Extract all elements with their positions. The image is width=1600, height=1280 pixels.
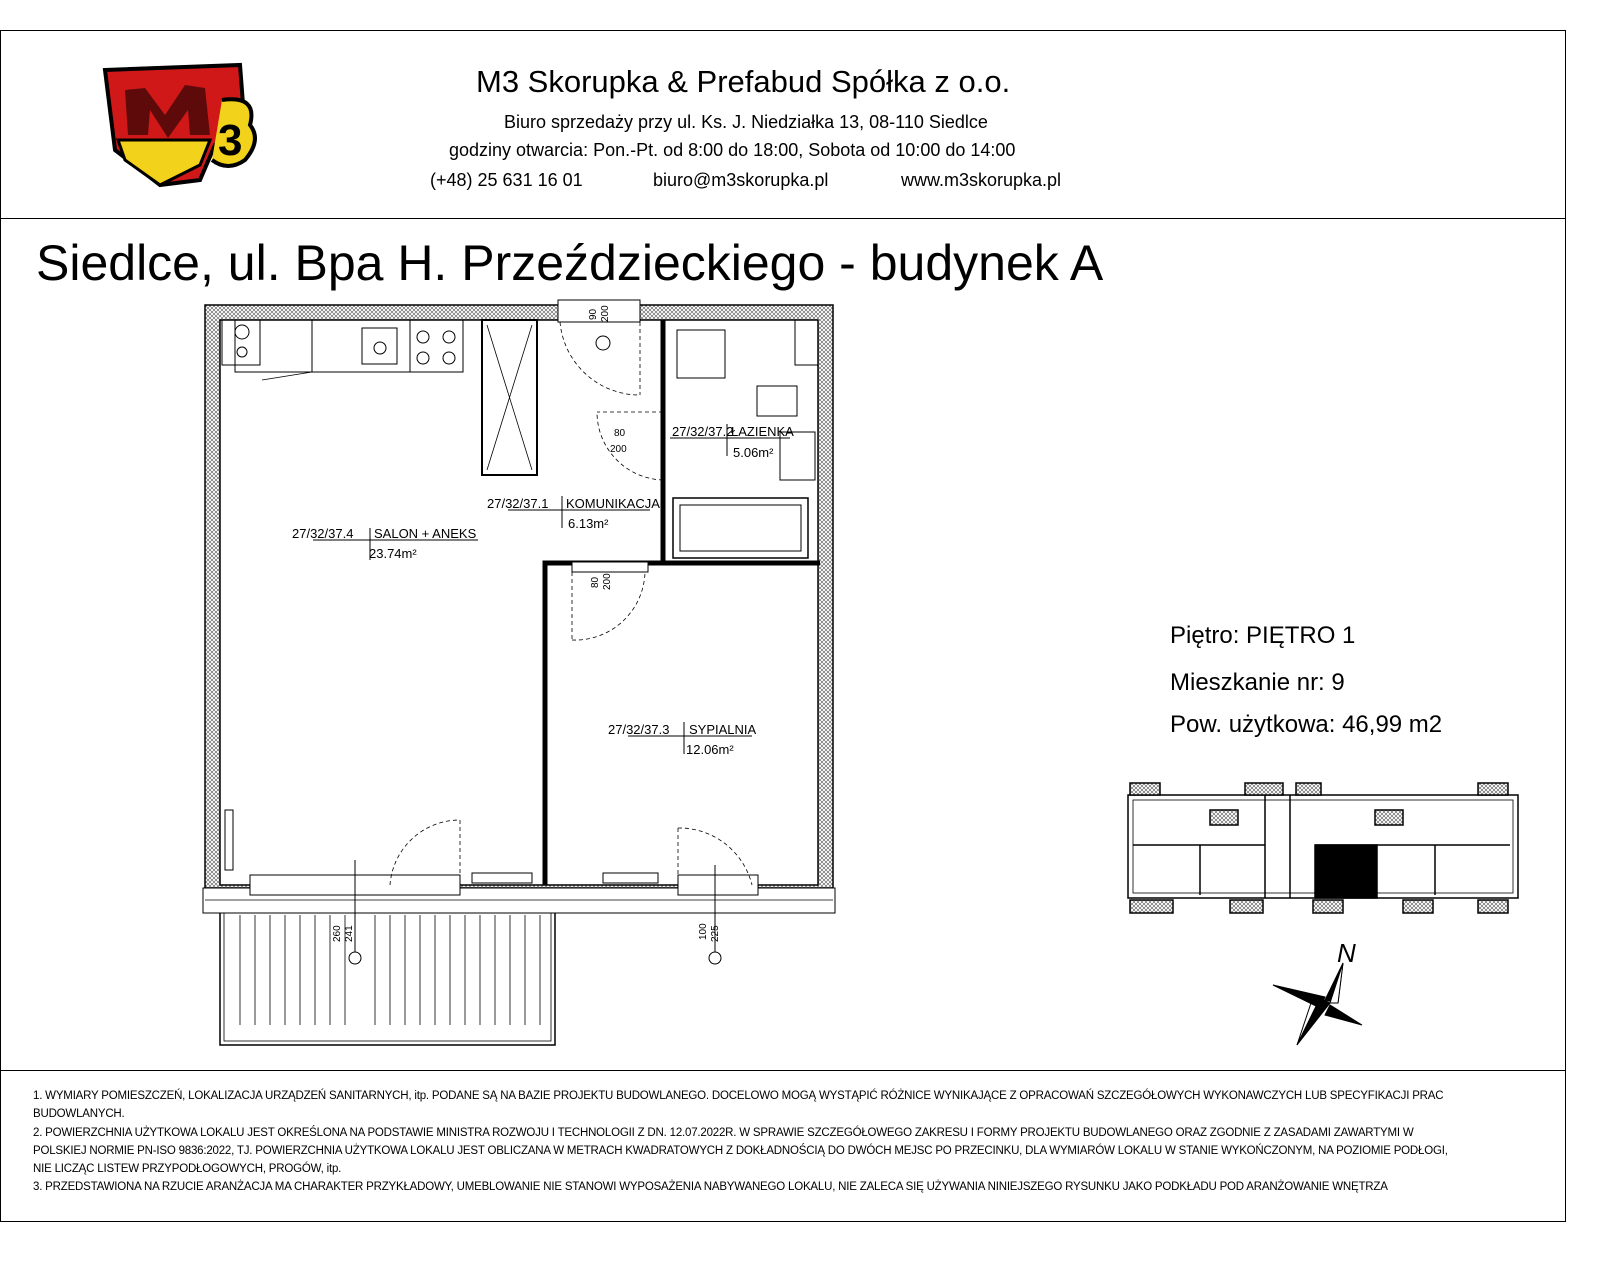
opening-hours: godziny otwarcia: Pon.-Pt. od 8:00 do 18… bbox=[449, 140, 1016, 160]
room-code: 27/32/37.2 bbox=[672, 424, 733, 439]
dimension-label: 200 bbox=[600, 305, 611, 322]
room-area: 12.06m² bbox=[686, 742, 734, 757]
page-title: Siedlce, ul. Bpa H. Przeździeckiego - bu… bbox=[36, 235, 1104, 291]
room-area: 6.13m² bbox=[568, 516, 609, 531]
floor-plan bbox=[202, 299, 836, 1046]
room-label-lazienka: 27/32/37.2 ŁAZIENKA 5.06m² bbox=[672, 424, 794, 460]
footnote: 3. PRZEDSTAWIONA NA RZUCIE ARANŻACJA MA … bbox=[33, 1181, 1388, 1194]
room-label-salon: 27/32/37.4 SALON + ANEKS 23.74m² bbox=[292, 526, 477, 561]
room-name: SALON + ANEKS bbox=[374, 526, 477, 541]
phone-number[interactable]: (+48) 25 631 16 01 bbox=[430, 170, 583, 190]
sales-office-address: Biuro sprzedaży przy ul. Ks. J. Niedział… bbox=[504, 112, 988, 132]
email-link[interactable]: biuro@m3skorupka.pl bbox=[653, 170, 829, 190]
dimension-label: 200 bbox=[610, 444, 627, 455]
dimension-label: 80 bbox=[590, 576, 601, 588]
header-divider bbox=[0, 218, 1566, 219]
footer-divider bbox=[0, 1070, 1566, 1071]
dimension-label: 90 bbox=[588, 308, 599, 320]
usable-area: Pow. użytkowa: 46,99 m2 bbox=[1170, 711, 1443, 738]
dimension-label: 100 bbox=[698, 923, 709, 940]
dimension-label: 241 bbox=[344, 925, 355, 942]
footnotes: 1. WYMIARY POMIESZCZEŃ, LOKALIZACJA URZĄ… bbox=[33, 1087, 1453, 1197]
room-name: ŁAZIENKA bbox=[731, 424, 794, 439]
building-key-plan bbox=[1127, 782, 1519, 914]
company-logo: 3 bbox=[102, 62, 257, 188]
dimension-label: 225 bbox=[710, 925, 721, 942]
apartment-number: Mieszkanie nr: 9 bbox=[1170, 669, 1345, 696]
room-code: 27/32/37.3 bbox=[608, 722, 669, 737]
company-name: M3 Skorupka & Prefabud Spółka z o.o. bbox=[476, 64, 1011, 99]
compass-north-arrow-icon: N bbox=[1272, 938, 1363, 1046]
dimension-labels: 90 200 80 200 80 200 260 241 100 225 bbox=[332, 305, 721, 942]
website-link[interactable]: www.m3skorupka.pl bbox=[901, 170, 1062, 190]
room-label-komunikacja: 27/32/37.1 KOMUNIKACJA 6.13m² bbox=[487, 496, 660, 531]
highlighted-apartment bbox=[1314, 844, 1378, 899]
floor-info: Piętro: PIĘTRO 1 bbox=[1170, 622, 1356, 649]
room-label-sypialnia: 27/32/37.3 SYPIALNIA 12.06m² bbox=[608, 722, 757, 757]
dimension-label: 80 bbox=[614, 428, 626, 439]
page-frame bbox=[0, 30, 1566, 1222]
room-code: 27/32/37.4 bbox=[292, 526, 353, 541]
footnote: 2. POWIERZCHNIA UŻYTKOWA LOKALU JEST OKR… bbox=[33, 1126, 1448, 1176]
room-area: 23.74m² bbox=[369, 546, 417, 561]
svg-text:3: 3 bbox=[218, 116, 242, 165]
footnote: 1. WYMIARY POMIESZCZEŃ, LOKALIZACJA URZĄ… bbox=[33, 1090, 1444, 1121]
room-code: 27/32/37.1 bbox=[487, 496, 548, 511]
compass-label: N bbox=[1337, 938, 1356, 968]
dimension-label: 200 bbox=[602, 573, 613, 590]
room-name: SYPIALNIA bbox=[689, 722, 757, 737]
dimension-label: 260 bbox=[332, 925, 343, 942]
room-area: 5.06m² bbox=[733, 445, 774, 460]
room-name: KOMUNIKACJA bbox=[566, 496, 660, 511]
